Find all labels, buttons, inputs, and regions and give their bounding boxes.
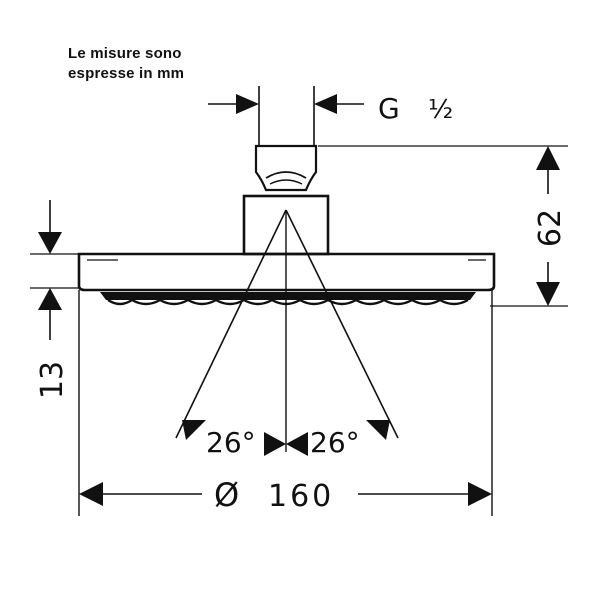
- diameter-dimension: [78, 290, 493, 516]
- thread-connector: [254, 86, 318, 192]
- spray-angle-arrows: [182, 420, 390, 456]
- thread-letter-label: G: [378, 92, 400, 125]
- spray-angle-right-label: 26°: [310, 426, 360, 459]
- plate-thickness-label: 13: [35, 361, 70, 399]
- height-dimension: [318, 145, 568, 307]
- spray-angle-left-label: 26°: [206, 426, 256, 459]
- diameter-value-label: 160: [268, 479, 334, 514]
- diameter-symbol: Ø: [214, 476, 239, 514]
- spray-cone: [175, 209, 399, 439]
- thread-size-label: ½: [428, 95, 453, 125]
- units-note: Le misure sono espresse in mm: [68, 44, 184, 84]
- nozzle-row: [100, 292, 476, 300]
- thickness-dimension: [30, 200, 79, 340]
- units-note-line-2: espresse in mm: [68, 65, 185, 82]
- thread-dimension: [208, 94, 364, 114]
- height-total-label: 62: [533, 209, 568, 247]
- units-note-line-1: Le misure sono: [68, 45, 182, 62]
